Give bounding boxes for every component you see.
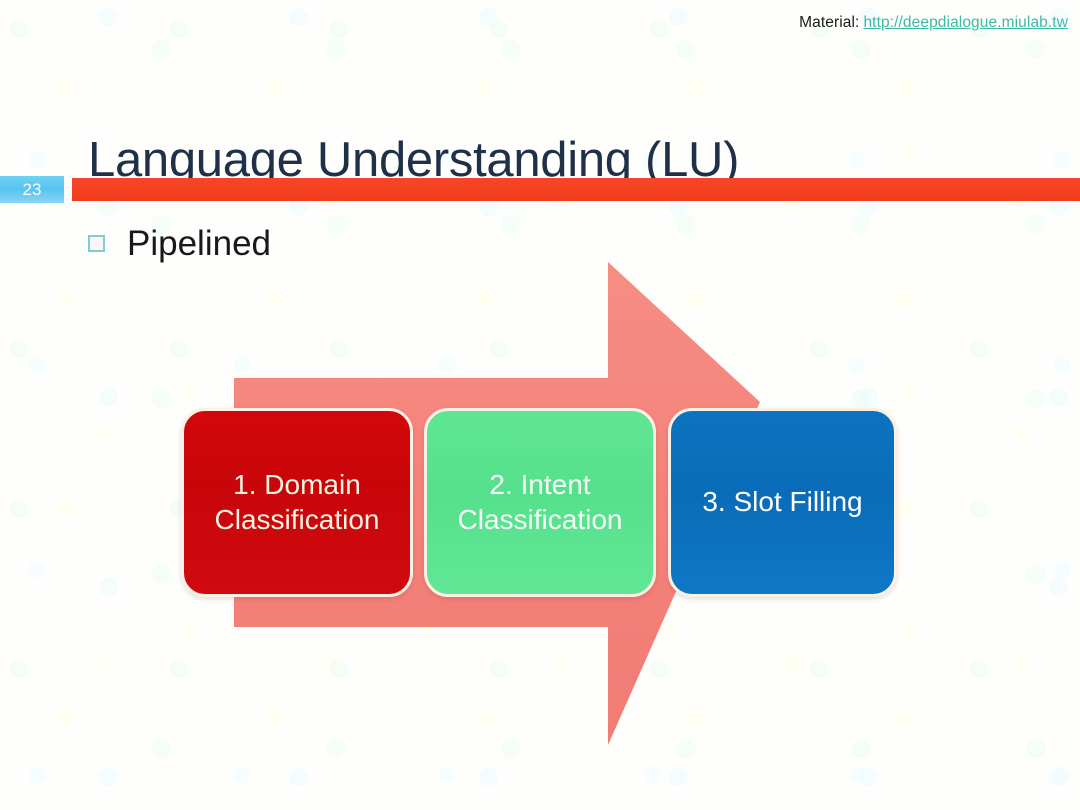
page-title: Language Understanding (LU) — [88, 132, 740, 187]
bullet-item-pipelined: Pipelined — [88, 226, 271, 261]
material-credit: Material:http://deepdialogue.miulab.tw — [799, 14, 1068, 32]
stage-box-domain-classification[interactable]: 1. Domain Classification — [181, 408, 413, 597]
stage-label-domain: 1. Domain Classification — [214, 469, 380, 535]
stage-label-slot: 3. Slot Filling — [702, 486, 863, 518]
hollow-square-bullet-icon — [88, 235, 105, 252]
slide-number-badge: 23 — [0, 176, 64, 203]
material-label: Material: — [799, 14, 860, 31]
stage-label-intent: 2. Intent Classification — [457, 469, 623, 535]
stage-box-slot-filling[interactable]: 3. Slot Filling — [668, 408, 897, 597]
pipeline-stages: 1. Domain Classification 2. Intent Class… — [0, 408, 1080, 598]
bullet-label: Pipelined — [127, 224, 271, 263]
material-link[interactable]: http://deepdialogue.miulab.tw — [863, 14, 1068, 31]
stage-box-intent-classification[interactable]: 2. Intent Classification — [424, 408, 656, 597]
title-divider — [72, 178, 1080, 201]
